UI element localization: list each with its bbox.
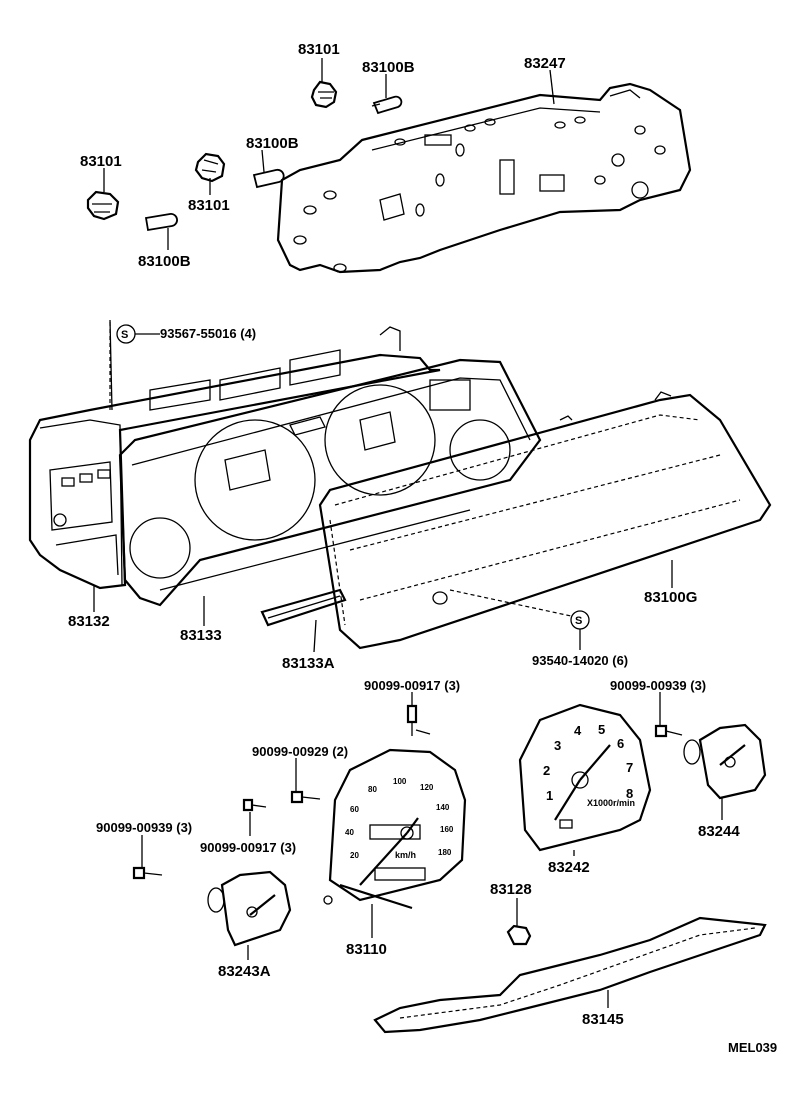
label-90099-00939-left: 90099-00939 (3) <box>96 820 192 835</box>
label-90099-00917-bottom: 90099-00917 (3) <box>200 840 296 855</box>
label-93567-55016: 93567-55016 (4) <box>160 326 256 341</box>
bolt-90099-00939-left <box>132 835 163 880</box>
label-83110: 83110 <box>346 941 387 958</box>
cluster-housing-83132 <box>28 319 441 590</box>
bolt-90099-00929 <box>290 790 321 804</box>
bolt-90099-00939-right <box>654 724 683 738</box>
glass-cover-83100G <box>318 391 772 650</box>
label-83243A: 83243A <box>218 963 271 980</box>
bulb-83100B-top <box>371 95 403 115</box>
speed-scale-120: 120 <box>420 783 434 792</box>
tach-unit: X1000r/min <box>587 798 635 808</box>
screw-93567 <box>109 322 160 410</box>
label-90099-00929: 90099-00929 (2) <box>252 744 348 759</box>
bulb-83100B-left <box>144 213 178 232</box>
label-90099-00939-right: 90099-00939 (3) <box>610 678 706 693</box>
speed-scale-80: 80 <box>368 785 377 794</box>
tach-scale-8: 8 <box>626 786 633 801</box>
bolt-90099-00917-top <box>406 704 431 736</box>
label-90099-00917-top: 90099-00917 (3) <box>364 678 460 693</box>
meter-frame-83133 <box>118 358 542 607</box>
socket-83101-left <box>86 190 120 221</box>
label-83100B-mid: 83100B <box>246 135 299 152</box>
label-83101-left: 83101 <box>80 153 122 170</box>
speed-scale-160: 160 <box>440 825 454 834</box>
label-83100B-left: 83100B <box>138 253 191 270</box>
speed-unit: km/h <box>395 850 416 860</box>
socket-83101-top <box>310 80 338 109</box>
label-83132: 83132 <box>68 613 110 630</box>
label-83100G: 83100G <box>644 589 697 606</box>
tach-scale-1: 1 <box>546 788 553 803</box>
fuel-gauge-83243A <box>207 870 292 947</box>
tach-scale-7: 7 <box>626 760 633 775</box>
tach-scale-6: 6 <box>617 736 624 751</box>
printed-circuit-board-83247 <box>276 82 692 274</box>
screw-symbol-93567: S <box>121 329 128 341</box>
speed-scale-60: 60 <box>350 805 359 814</box>
tachometer-83242 <box>518 703 652 852</box>
label-83242: 83242 <box>548 859 590 876</box>
label-83101-mid: 83101 <box>188 197 230 214</box>
speed-scale-20: 20 <box>350 851 359 860</box>
speed-scale-100: 100 <box>393 777 407 786</box>
socket-83128 <box>506 924 532 946</box>
tachometer-scale: 1 2 3 4 5 6 7 8 X1000r/min <box>543 722 635 808</box>
label-83244: 83244 <box>698 823 740 840</box>
label-93540-14020: 93540-14020 (6) <box>532 653 628 668</box>
bulb-83100B-mid <box>252 168 285 189</box>
tach-scale-3: 3 <box>554 738 561 753</box>
speed-scale-40: 40 <box>345 828 354 837</box>
tach-scale-2: 2 <box>543 763 550 778</box>
temperature-gauge-83244 <box>683 723 767 800</box>
tach-scale-5: 5 <box>598 722 605 737</box>
screw-symbol-93540: S <box>575 615 582 627</box>
speedometer-83110 <box>323 748 467 910</box>
speed-scale-140: 140 <box>436 803 450 812</box>
label-83128: 83128 <box>490 881 532 898</box>
socket-83101-mid <box>194 152 226 183</box>
diagram-code: MEL039 <box>728 1040 777 1055</box>
label-83145: 83145 <box>582 1011 624 1028</box>
part-labels: 83101 83100B 83247 83101 83100B 83101 83… <box>68 41 777 1055</box>
label-83247: 83247 <box>524 55 566 72</box>
lower-plate-83133A <box>260 588 347 627</box>
label-83101-top: 83101 <box>298 41 340 58</box>
leader-lines <box>93 58 723 1008</box>
bolt-90099-00917-bottom <box>242 798 267 836</box>
lower-cover-83145 <box>373 916 767 1034</box>
label-83133: 83133 <box>180 627 222 644</box>
label-83133A: 83133A <box>282 655 335 672</box>
label-83100B-top: 83100B <box>362 59 415 76</box>
speed-scale-180: 180 <box>438 848 452 857</box>
tach-scale-4: 4 <box>574 723 582 738</box>
screw-93540 <box>449 589 590 630</box>
speedometer-scale: 20 40 60 80 100 120 140 160 180 km/h <box>345 777 454 860</box>
